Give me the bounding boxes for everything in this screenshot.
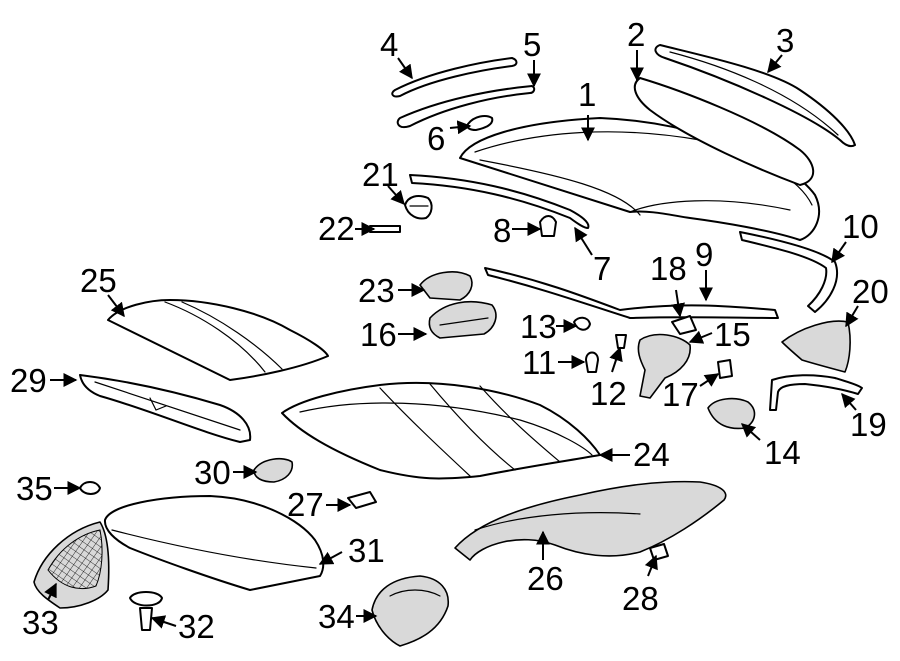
- callout-9: 9: [695, 236, 713, 273]
- part-7-side-rail: [409, 174, 590, 229]
- callout-13: 13: [520, 308, 557, 345]
- part-25-headliner-front: [107, 299, 329, 381]
- callout-27: 27: [287, 486, 324, 523]
- part-15-bracket: [637, 333, 691, 399]
- part-6-clip: [466, 115, 494, 131]
- part-29-bow: [79, 374, 252, 443]
- callout-12: 12: [590, 375, 627, 412]
- callout-21: 21: [362, 156, 399, 193]
- callout-1: 1: [578, 76, 596, 113]
- part-18-clip: [671, 315, 697, 335]
- part-19-seal-strip: [769, 374, 863, 411]
- callout-19: 19: [850, 406, 887, 443]
- callout-29: 29: [10, 362, 47, 399]
- part-30-cover: [253, 457, 294, 483]
- callout-17: 17: [662, 376, 699, 413]
- part-8-bumper: [539, 215, 557, 237]
- callout-30: 30: [194, 454, 231, 491]
- part-12-retainer: [615, 334, 627, 349]
- callout-10: 10: [842, 208, 879, 245]
- callout-35: 35: [16, 470, 53, 507]
- part-27-clip: [347, 491, 377, 509]
- callout-6: 6: [427, 120, 445, 157]
- callout-2: 2: [627, 16, 645, 53]
- callout-22: 22: [318, 210, 355, 247]
- callout-26: 26: [527, 560, 564, 597]
- part-17-plug: [717, 359, 733, 379]
- callout-18: 18: [650, 250, 687, 287]
- part-5-front-seal-lower: [396, 85, 536, 128]
- part-20-cover: [781, 320, 851, 373]
- part-2-rear-window: [633, 77, 815, 186]
- callout-16: 16: [360, 316, 397, 353]
- part-24-headliner-rear: [281, 381, 601, 480]
- callout-23: 23: [358, 272, 395, 309]
- part-32-knob: [129, 591, 163, 631]
- callout-33: 33: [22, 604, 59, 641]
- part-28-clip: [649, 543, 669, 561]
- callout-8: 8: [493, 212, 511, 249]
- part-23-bracket: [419, 271, 473, 301]
- part-21-latch: [404, 195, 433, 220]
- part-11-plug: [585, 351, 599, 373]
- part-14-cover: [707, 397, 756, 430]
- callout-7: 7: [593, 250, 611, 287]
- leader-lines: [44, 50, 859, 629]
- part-10-seal: [739, 231, 838, 313]
- callout-11: 11: [522, 344, 556, 381]
- part-16-hinge: [428, 300, 497, 339]
- part-4-front-seal: [391, 57, 518, 98]
- callout-5: 5: [523, 26, 541, 63]
- part-33-speaker-grille: [33, 521, 110, 609]
- callout-4: 4: [380, 26, 398, 63]
- part-3-rear-window-seal: [654, 44, 856, 148]
- callout-28: 28: [622, 580, 659, 617]
- part-31-trim-panel: [103, 495, 325, 591]
- callout-labels: 1 2 3 4 5 6 7 8 9 10 11 12 13 14 15 16 1…: [10, 16, 889, 645]
- callout-31: 31: [348, 532, 385, 569]
- part-22-pin: [369, 225, 401, 233]
- callout-14: 14: [764, 434, 801, 471]
- callout-15: 15: [714, 316, 751, 353]
- part-34-speaker-cover: [371, 575, 449, 647]
- part-13-cap: [573, 316, 591, 331]
- part-35-cap: [79, 481, 101, 495]
- callout-34: 34: [318, 598, 355, 635]
- callout-20: 20: [852, 273, 889, 310]
- part-9-rear-rail: [484, 267, 779, 319]
- callout-32: 32: [178, 608, 215, 645]
- callout-3: 3: [776, 22, 794, 59]
- callout-24: 24: [633, 436, 670, 473]
- part-26-trim-panel: [454, 480, 727, 561]
- callout-25: 25: [80, 262, 117, 299]
